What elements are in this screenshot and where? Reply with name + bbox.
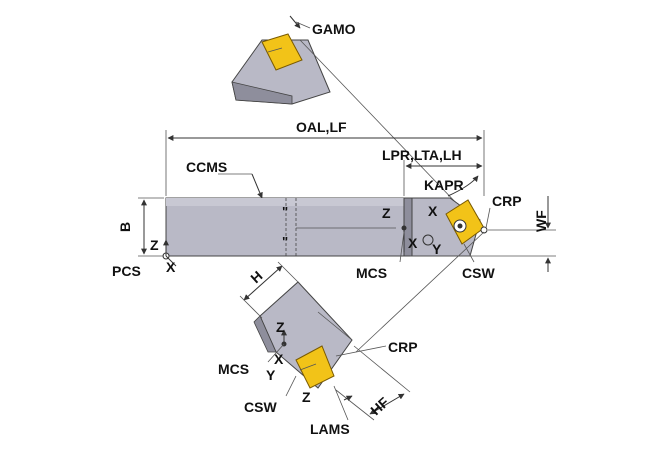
hf-dimension: HF bbox=[335, 345, 411, 421]
kapr-label: KAPR bbox=[424, 177, 464, 193]
x-bottom-label: X bbox=[274, 351, 284, 367]
ccms-annotation: CCMS bbox=[186, 159, 263, 199]
mcs-mid-label: MCS bbox=[356, 265, 387, 281]
svg-text:": " bbox=[282, 234, 288, 249]
z-left-label: Z bbox=[150, 237, 159, 253]
x-left-label: X bbox=[166, 259, 176, 275]
shank-body bbox=[165, 197, 405, 257]
crp-point bbox=[480, 226, 488, 234]
top-view-insert bbox=[261, 33, 303, 71]
csw-top-label: CSW bbox=[462, 265, 495, 281]
oal-lf-label: OAL,LF bbox=[296, 119, 347, 135]
wf-label: WF bbox=[533, 210, 549, 232]
x-tip-label: X bbox=[428, 203, 438, 219]
y-bottom-label: Y bbox=[266, 367, 276, 383]
crp-top-label: CRP bbox=[492, 193, 522, 209]
z-bottom2-label: Z bbox=[302, 389, 311, 405]
csw-bottom-label: CSW bbox=[244, 399, 277, 415]
projection-line-bottom bbox=[355, 231, 485, 353]
lpr-lta-lh-label: LPR,LTA,LH bbox=[382, 147, 462, 163]
side-view: " " bbox=[162, 197, 488, 260]
lpr-dimension: LPR,LTA,LH bbox=[382, 147, 483, 196]
b-label: B bbox=[117, 222, 133, 232]
top-view-shade bbox=[231, 81, 293, 105]
side-coordinates: Z PCS X Z X MCS X Y CSW bbox=[112, 203, 495, 281]
hf-label: HF bbox=[367, 394, 392, 419]
wf-dimension: WF bbox=[410, 196, 556, 272]
oal-dimension: OAL,LF bbox=[165, 119, 485, 196]
pcs-label: PCS bbox=[112, 263, 141, 279]
bottom-labels: Z CRP MCS X Y CSW Z bbox=[218, 319, 418, 415]
svg-text:": " bbox=[282, 204, 288, 219]
x-mid-label: X bbox=[408, 235, 418, 251]
bottom-view-insert bbox=[295, 345, 335, 389]
z-mid-label: Z bbox=[382, 205, 391, 221]
lams-label: LAMS bbox=[310, 421, 350, 437]
kapr-angle: KAPR bbox=[424, 175, 479, 197]
gamo-label: GAMO bbox=[312, 21, 356, 37]
y-tip-label: Y bbox=[432, 241, 442, 257]
crp-bottom-label: CRP bbox=[388, 339, 418, 355]
mcs-bottom-label: MCS bbox=[218, 361, 249, 377]
ccms-label: CCMS bbox=[186, 159, 227, 175]
lams-annotation: LAMS bbox=[310, 385, 353, 437]
b-dimension: B bbox=[117, 197, 164, 257]
bottom-view bbox=[253, 231, 485, 389]
crp-top-annotation: CRP bbox=[485, 193, 522, 229]
z-bottom-label: Z bbox=[276, 319, 285, 335]
